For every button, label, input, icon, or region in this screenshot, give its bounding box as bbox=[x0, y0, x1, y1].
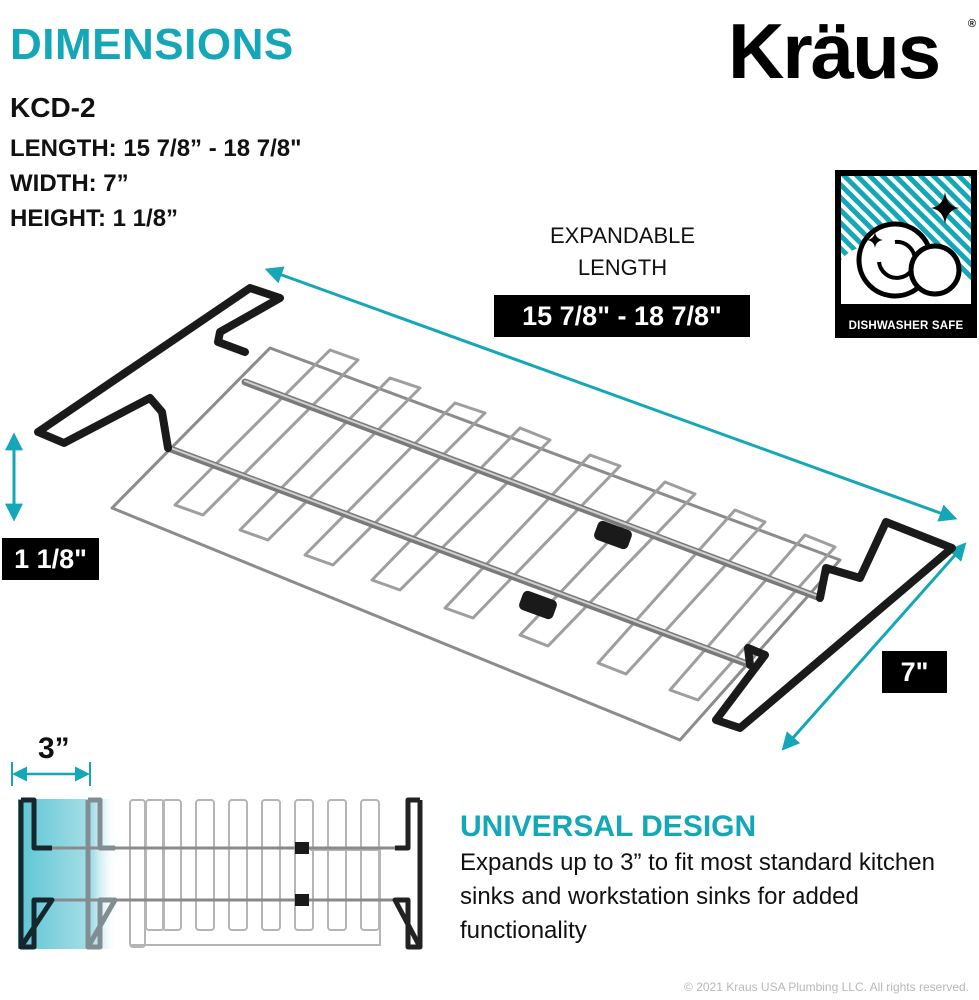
expansion-top-view bbox=[11, 762, 423, 950]
expandable-length-label: EXPANDABLE LENGTH bbox=[520, 220, 725, 284]
rack-slats bbox=[173, 348, 837, 702]
universal-design-body: Expands up to 3” to fit most standard ki… bbox=[460, 849, 935, 944]
rack-steel-frame bbox=[110, 346, 842, 742]
dishwasher-safe-label: DISHWASHER SAFE bbox=[848, 320, 964, 332]
registered-mark: ® bbox=[967, 18, 976, 30]
width-dimension-arrow bbox=[781, 542, 967, 751]
width-value-box: 7" bbox=[882, 651, 947, 693]
brand-logo: Kräus ® bbox=[728, 2, 978, 95]
dishwasher-safe-icon bbox=[841, 176, 971, 304]
rail-sleeves bbox=[519, 520, 632, 620]
length-value-box: 15 7/8" - 18 7/8" bbox=[494, 295, 750, 337]
spec-height: HEIGHT: 1 1/8” bbox=[10, 205, 179, 232]
length-dimension-arrow bbox=[264, 266, 958, 522]
expandable-label-line2: LENGTH bbox=[577, 255, 668, 280]
expandable-label-line1: EXPANDABLE bbox=[549, 223, 696, 248]
model-number: KCD-2 bbox=[10, 92, 96, 123]
universal-design-title: UNIVERSAL DESIGN bbox=[460, 810, 757, 843]
spec-width: WIDTH: 7” bbox=[10, 170, 129, 197]
dishwasher-safe-badge: DISHWASHER SAFE bbox=[835, 170, 977, 338]
expansion-value-label: 3” bbox=[38, 732, 70, 765]
page-title: DIMENSIONS bbox=[10, 20, 294, 69]
left-handle bbox=[34, 284, 284, 452]
spec-length: LENGTH: 15 7/8” - 18 7/8" bbox=[10, 135, 302, 162]
copyright-notice: © 2021 Kraus USA Plumbing LLC. All right… bbox=[684, 980, 969, 994]
height-value-box: 1 1/8" bbox=[2, 538, 99, 580]
brand-logo-text: Kräus bbox=[728, 7, 941, 95]
right-handle bbox=[712, 518, 956, 732]
